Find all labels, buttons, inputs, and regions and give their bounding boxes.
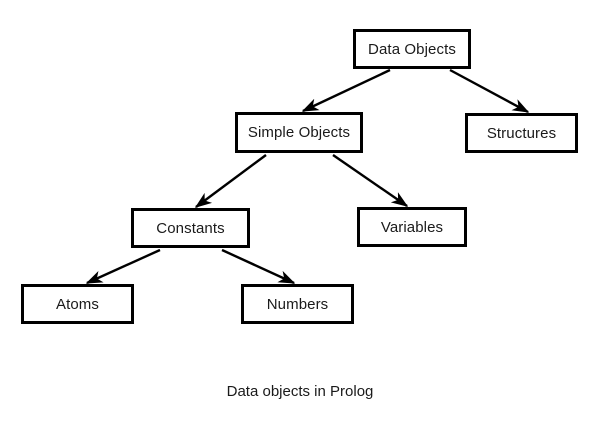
node-atoms[interactable]: Atoms [21,284,134,324]
node-label-data-objects: Data Objects [368,40,456,58]
node-variables[interactable]: Variables [357,207,467,247]
node-structures[interactable]: Structures [465,113,578,153]
node-label-simple-objects: Simple Objects [247,124,351,141]
node-numbers[interactable]: Numbers [241,284,354,324]
edge-constants-atoms [85,248,161,285]
diagram-caption: Data objects in Prolog [226,383,374,400]
edge-data-objects-structures [449,68,530,114]
edge-data-objects-simple-objects [301,68,391,113]
node-label-atoms: Atoms [55,295,99,313]
node-label-constants: Constants [156,219,225,237]
edge-simple-objects-constants [194,154,267,208]
node-label-numbers: Numbers [266,295,329,313]
edge-simple-objects-variables [332,154,409,207]
node-constants[interactable]: Constants [131,208,250,248]
edges-group [85,68,530,285]
node-simple-objects[interactable]: Simple Objects [235,112,363,153]
edge-constants-numbers [221,248,296,285]
node-data-objects[interactable]: Data Objects [353,29,471,69]
node-label-structures: Structures [486,124,557,142]
node-label-variables: Variables [380,218,444,236]
